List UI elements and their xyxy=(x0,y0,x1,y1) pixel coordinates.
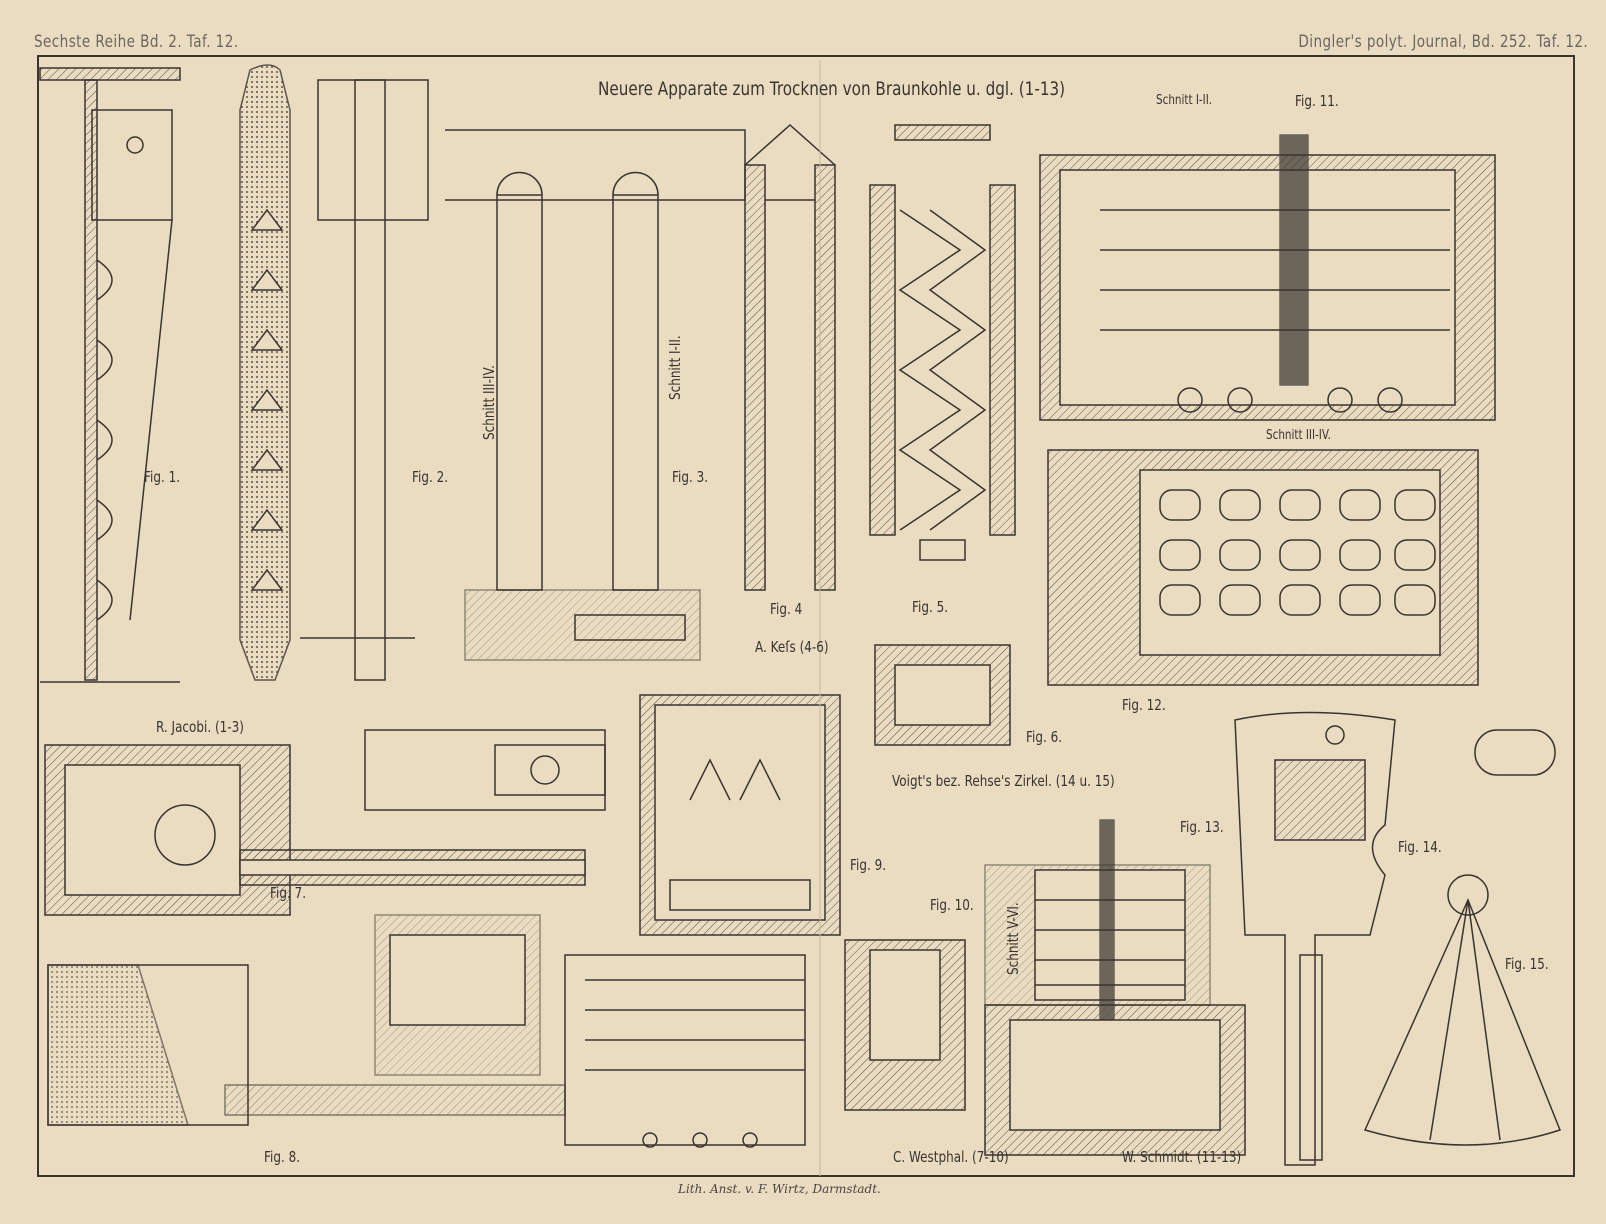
figure-7-drawing xyxy=(44,729,606,916)
author-kess: A. Keſs (4-6) xyxy=(755,638,829,656)
plate-title: Neuere Apparate zum Trocknen von Braunko… xyxy=(598,78,1066,100)
figure-3-drawing xyxy=(445,129,746,661)
section-label-fig11-1-2: Schnitt I-II. xyxy=(1156,93,1213,108)
figure-11-drawing xyxy=(1039,134,1496,421)
figure-12-drawing xyxy=(1047,449,1556,776)
fig-5-label: Fig. 5. xyxy=(912,598,949,616)
figure-9-drawing xyxy=(639,694,841,936)
section-label-1-2: Schnitt I-II. xyxy=(666,335,684,400)
fig-10-label: Fig. 10. xyxy=(930,896,974,914)
section-label-fig11-3-4: Schnitt III-IV. xyxy=(1266,428,1331,443)
figure-2-drawing xyxy=(239,64,429,681)
figure-8-drawing xyxy=(47,914,806,1148)
figure-5-drawing xyxy=(869,124,1016,561)
fig-4-label: Fig. 4 xyxy=(770,600,803,618)
figure-10-drawing xyxy=(844,939,966,1111)
figure-6-drawing xyxy=(874,644,1011,746)
fig-3-label: Fig. 3. xyxy=(672,468,709,486)
journal-header: Dingler's polyt. Journal, Bd. 252. Taf. … xyxy=(1298,32,1588,52)
fig-12-label: Fig. 12. xyxy=(1122,696,1166,714)
author-voigt: Voigt's bez. Rehse's Zirkel. (14 u. 15) xyxy=(892,772,1115,790)
plate-series-header: Sechste Reihe Bd. 2. Taf. 12. xyxy=(34,32,239,52)
fig-7-label: Fig. 7. xyxy=(270,884,307,902)
author-westphal: C. Westphal. (7-10) xyxy=(893,1148,1009,1166)
lithographer-credit: Lith. Anst. v. F. Wirtz, Darmstadt. xyxy=(678,1182,881,1196)
fig-15-label: Fig. 15. xyxy=(1505,955,1549,973)
figure-13-drawing xyxy=(984,819,1246,1156)
plate-border xyxy=(37,55,1575,1177)
figure-15-drawing xyxy=(1363,874,1561,1146)
section-label-3-4: Schnitt III-IV. xyxy=(480,365,498,440)
fig-11-label: Fig. 11. xyxy=(1295,92,1339,110)
author-jacobi: R. Jacobi. (1-3) xyxy=(156,718,244,736)
fig-9-label: Fig. 9. xyxy=(850,856,887,874)
fig-14-label: Fig. 14. xyxy=(1398,838,1442,856)
figure-4-drawing xyxy=(744,123,836,591)
fig-2-label: Fig. 2. xyxy=(412,468,449,486)
section-label-5-6: Schnitt V-VI. xyxy=(1004,902,1022,975)
figure-14-drawing xyxy=(1234,711,1396,1166)
fig-6-label: Fig. 6. xyxy=(1026,728,1063,746)
fig-8-label: Fig. 8. xyxy=(264,1148,301,1166)
fig-13-label: Fig. 13. xyxy=(1180,818,1224,836)
fig-1-label: Fig. 1. xyxy=(144,468,181,486)
figure-1-drawing xyxy=(39,67,181,683)
author-schmidt: W. Schmidt. (11-13) xyxy=(1122,1148,1242,1166)
